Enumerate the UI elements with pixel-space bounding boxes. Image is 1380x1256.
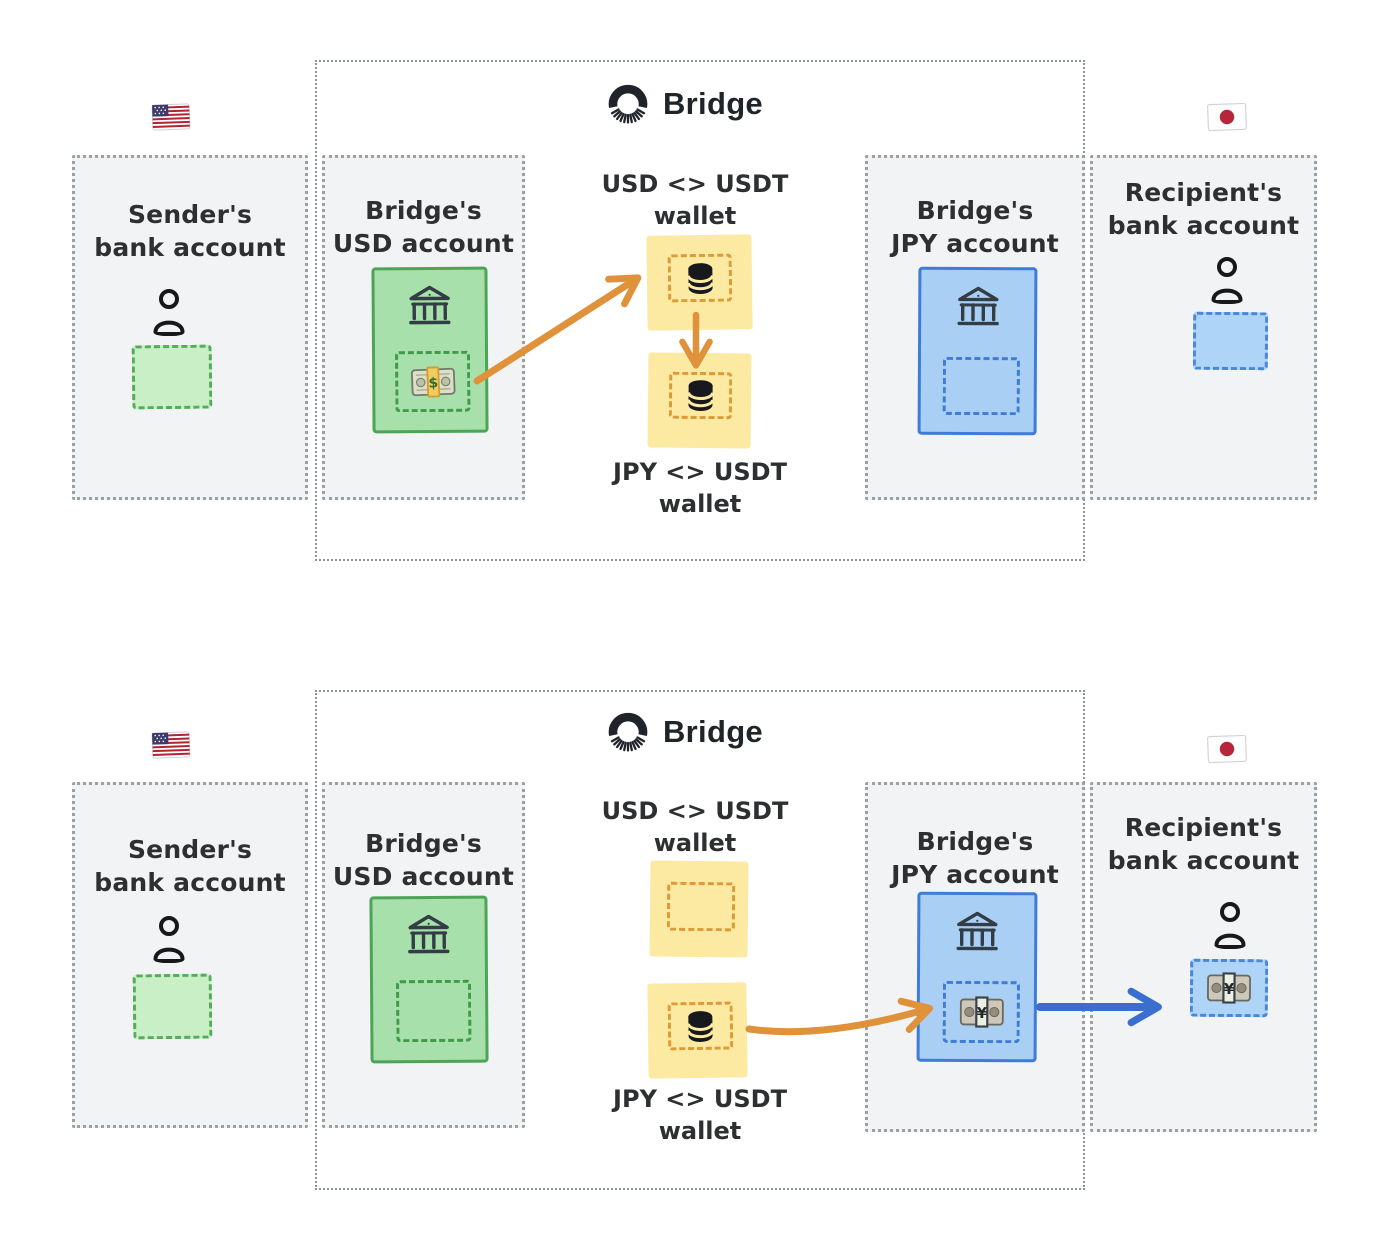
bank-icon xyxy=(405,912,453,960)
person-icon xyxy=(150,915,188,967)
jpy-usdt-wallet-box xyxy=(647,982,748,1079)
jpy-account-card: ¥ xyxy=(916,891,1038,1063)
japan-flag-icon xyxy=(1206,733,1248,769)
usd-usdt-wallet-box xyxy=(649,860,749,958)
usdt-slot xyxy=(667,1001,734,1051)
svg-text:¥: ¥ xyxy=(976,1004,987,1022)
jpy-balance-slot: ¥ xyxy=(942,980,1020,1044)
bank-icon xyxy=(954,284,1002,332)
bridge-logo: Bridge xyxy=(606,710,763,754)
bridge-logo: Bridge xyxy=(606,82,763,126)
jpy-usdt-wallet-box xyxy=(647,352,752,449)
usd-account-card xyxy=(369,895,489,1064)
usd-balance-slot: $ xyxy=(395,350,471,413)
bridge-spinner-logo-icon xyxy=(608,84,648,124)
person-icon xyxy=(1208,256,1246,308)
jpy-account-card xyxy=(917,266,1038,436)
usd-usdt-wallet-box xyxy=(646,234,753,331)
recipient-funds-square xyxy=(1192,311,1269,371)
bridge-logo-text: Bridge xyxy=(663,86,763,121)
bank-icon xyxy=(953,909,1001,957)
database-icon xyxy=(686,1010,714,1042)
usdt-slot xyxy=(667,253,733,303)
bridge-spinner-logo-icon xyxy=(608,712,648,752)
jpy-balance-slot xyxy=(942,356,1020,416)
database-icon xyxy=(687,380,715,412)
recipient-funds-square: ¥ xyxy=(1189,958,1269,1018)
person-icon xyxy=(1211,901,1249,953)
us-flag-icon xyxy=(151,102,191,136)
person-icon xyxy=(150,288,188,340)
usd-account-card: $ xyxy=(371,266,489,434)
usdt-slot xyxy=(668,371,733,420)
yen-banknotes-icon: ¥ xyxy=(1207,972,1251,1004)
bridge-logo-text: Bridge xyxy=(663,714,763,749)
svg-text:$: $ xyxy=(428,375,438,391)
database-icon xyxy=(686,262,714,294)
dollar-banknotes-icon: $ xyxy=(410,365,456,398)
us-flag-icon xyxy=(151,730,191,764)
usdt-slot xyxy=(666,881,736,932)
yen-banknotes-icon: ¥ xyxy=(959,996,1004,1028)
sender-funds-square xyxy=(131,344,213,410)
japan-flag-icon xyxy=(1206,101,1248,137)
sender-funds-square xyxy=(132,973,213,1040)
bank-icon xyxy=(406,283,454,331)
svg-text:¥: ¥ xyxy=(1224,980,1235,998)
usd-balance-slot xyxy=(396,979,472,1043)
